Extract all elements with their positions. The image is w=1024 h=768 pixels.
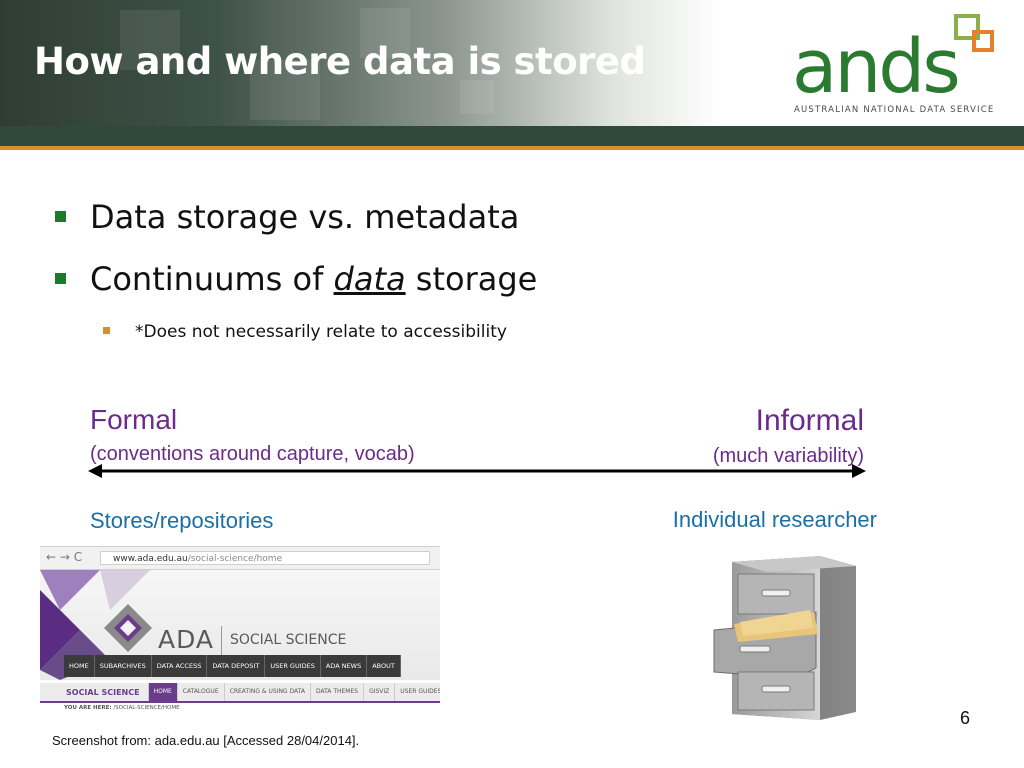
header-decor-square bbox=[460, 80, 494, 114]
bullet-list: Data storage vs. metadata Continuums of … bbox=[55, 198, 537, 352]
ada-logo-divider bbox=[221, 626, 222, 658]
slide-header: How and where data is stored ands AUSTRA… bbox=[0, 0, 1024, 130]
double-arrow-icon bbox=[88, 464, 866, 478]
bullet-text: Data storage vs. metadata bbox=[90, 198, 520, 236]
ada-menu-item: USER GUIDES bbox=[265, 655, 321, 677]
formal-heading: Formal bbox=[90, 404, 178, 435]
square-bullet-icon bbox=[55, 211, 66, 222]
screenshot-source-note: Screenshot from: ada.edu.au [Accessed 28… bbox=[52, 733, 360, 748]
ada-diamond-logo-icon bbox=[104, 604, 152, 652]
slide-title: How and where data is stored bbox=[34, 40, 646, 83]
logo-subtitle: AUSTRALIAN NATIONAL DATA SERVICE bbox=[794, 105, 995, 115]
ada-menu-item: DATA DEPOSIT bbox=[207, 655, 266, 677]
ada-purple-shapes-icon bbox=[40, 570, 150, 680]
browser-toolbar: ← → C www.ada.edu.au/social-science/home bbox=[40, 547, 440, 570]
header-accent-line bbox=[0, 146, 1024, 150]
ada-menu-item: DATA ACCESS bbox=[152, 655, 208, 677]
bullet-item: Data storage vs. metadata bbox=[55, 198, 519, 254]
stores-repositories-label: Stores/repositories bbox=[90, 508, 274, 533]
square-bullet-icon bbox=[103, 327, 110, 334]
ada-sub-tab: CATALOGUE bbox=[176, 683, 224, 701]
informal-description: (much variability) bbox=[712, 445, 864, 467]
page-number: 6 bbox=[960, 708, 971, 728]
ada-sub-menu: SOCIAL SCIENCE HOME CATALOGUE CREATING &… bbox=[40, 683, 440, 703]
browser-address-bar: www.ada.edu.au/social-science/home bbox=[100, 551, 430, 565]
url-path: /social-science/home bbox=[187, 554, 283, 564]
individual-researcher-label: Individual researcher bbox=[672, 507, 877, 532]
bullet-item: Continuums of data storage bbox=[55, 260, 537, 316]
ada-menu-item: HOME bbox=[64, 655, 95, 677]
square-bullet-icon bbox=[55, 273, 66, 284]
ada-menu-item: ABOUT bbox=[367, 655, 401, 677]
header-bottom-band bbox=[0, 126, 1024, 146]
header-decor-square bbox=[120, 10, 180, 70]
logo-square-green bbox=[954, 14, 980, 40]
ada-menu-item: ADA NEWS bbox=[321, 655, 368, 677]
ada-sub-tab: DATA THEMES bbox=[309, 683, 363, 701]
breadcrumb-label: YOU ARE HERE: bbox=[64, 705, 112, 711]
ada-sub-tab: GISVIZ bbox=[363, 683, 394, 701]
ada-sub-tab: USER GUIDES bbox=[394, 683, 440, 701]
bullet-text-part: Continuums of bbox=[90, 260, 334, 298]
header-decor-square bbox=[360, 8, 410, 58]
header-background bbox=[0, 0, 720, 130]
sub-bullet-text: *Does not necessarily relate to accessib… bbox=[135, 322, 507, 342]
filing-cabinet-icon bbox=[713, 556, 856, 720]
url-host: www.ada.edu.au bbox=[113, 554, 188, 564]
ada-sub-tab: HOME bbox=[147, 683, 177, 701]
bullet-text-part: storage bbox=[405, 260, 538, 298]
formal-description: (conventions around capture, vocab) bbox=[90, 443, 415, 465]
ada-website-screenshot: ← → C www.ada.edu.au/social-science/home… bbox=[40, 546, 440, 723]
bullet-emphasis: data bbox=[333, 260, 406, 298]
header-decor-square bbox=[250, 60, 320, 120]
logo-square-orange bbox=[972, 30, 994, 52]
ada-logo-subtitle: SOCIAL SCIENCE bbox=[230, 632, 347, 648]
ada-breadcrumb: YOU ARE HERE: /SOCIAL-SCIENCE/HOME bbox=[64, 705, 180, 711]
browser-nav-icons: ← → C bbox=[46, 550, 83, 564]
ada-sub-title: SOCIAL SCIENCE bbox=[66, 687, 140, 697]
ada-logo-text: ADA bbox=[158, 625, 215, 654]
ada-menu-item: SUBARCHIVES bbox=[95, 655, 152, 677]
informal-heading: Informal bbox=[755, 404, 864, 437]
ada-sub-tab: CREATING & USING DATA bbox=[223, 683, 310, 701]
bullet-text: Continuums of data storage bbox=[90, 260, 537, 298]
logo-wordmark: ands bbox=[792, 24, 961, 110]
breadcrumb-path: /SOCIAL-SCIENCE/HOME bbox=[113, 705, 180, 711]
ada-main-menu: HOME SUBARCHIVES DATA ACCESS DATA DEPOSI… bbox=[64, 655, 401, 677]
ands-logo: ands AUSTRALIAN NATIONAL DATA SERVICE bbox=[786, 12, 1006, 122]
